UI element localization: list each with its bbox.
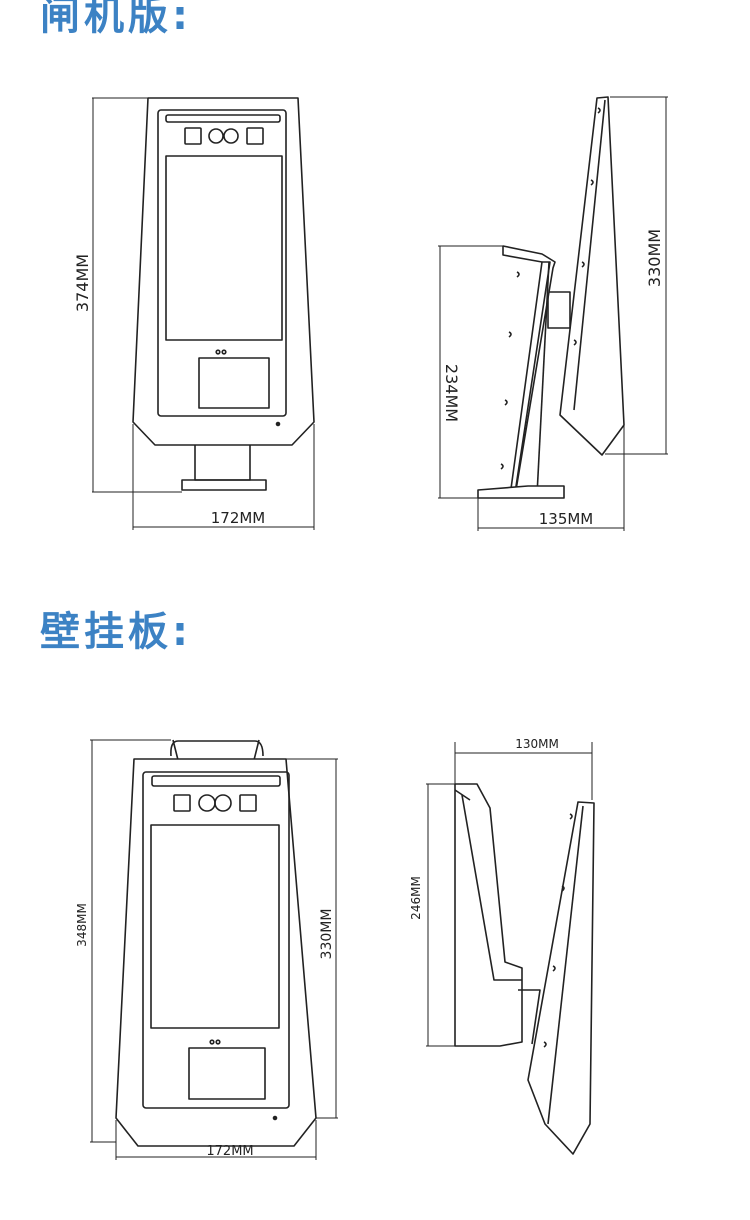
wall-front-total-height-label: 348MM bbox=[75, 903, 89, 947]
dimension-labels: 374MM 172MM 234MM 330MM 135MM 348MM 330M… bbox=[73, 229, 664, 1159]
gate-side-height-label: 234MM bbox=[442, 364, 461, 422]
wall-side-view bbox=[454, 783, 595, 1155]
wall-front-width-label: 172MM bbox=[206, 1144, 253, 1159]
gate-side-depth-label: 135MM bbox=[539, 510, 594, 528]
gate-front-dimensions bbox=[92, 97, 315, 530]
wall-side-bracket-height-label: 246MM bbox=[409, 876, 423, 920]
wall-side-dimensions bbox=[426, 742, 593, 1047]
gate-side-panel-height-label: 330MM bbox=[645, 229, 664, 287]
section-title-gate: 闸机版: bbox=[40, 0, 192, 39]
section-title-wall: 壁挂板: bbox=[40, 609, 192, 655]
gate-side-dimensions bbox=[438, 96, 668, 531]
wall-front-dimensions bbox=[90, 739, 338, 1160]
gate-front-width-label: 172MM bbox=[211, 509, 266, 527]
gate-front-height-label: 374MM bbox=[73, 254, 92, 312]
gate-front-view bbox=[132, 97, 315, 491]
wall-front-view bbox=[115, 739, 317, 1147]
wall-side-depth-label: 130MM bbox=[515, 737, 559, 751]
wall-front-panel-height-label: 330MM bbox=[319, 909, 335, 960]
gate-side-view bbox=[477, 96, 625, 499]
